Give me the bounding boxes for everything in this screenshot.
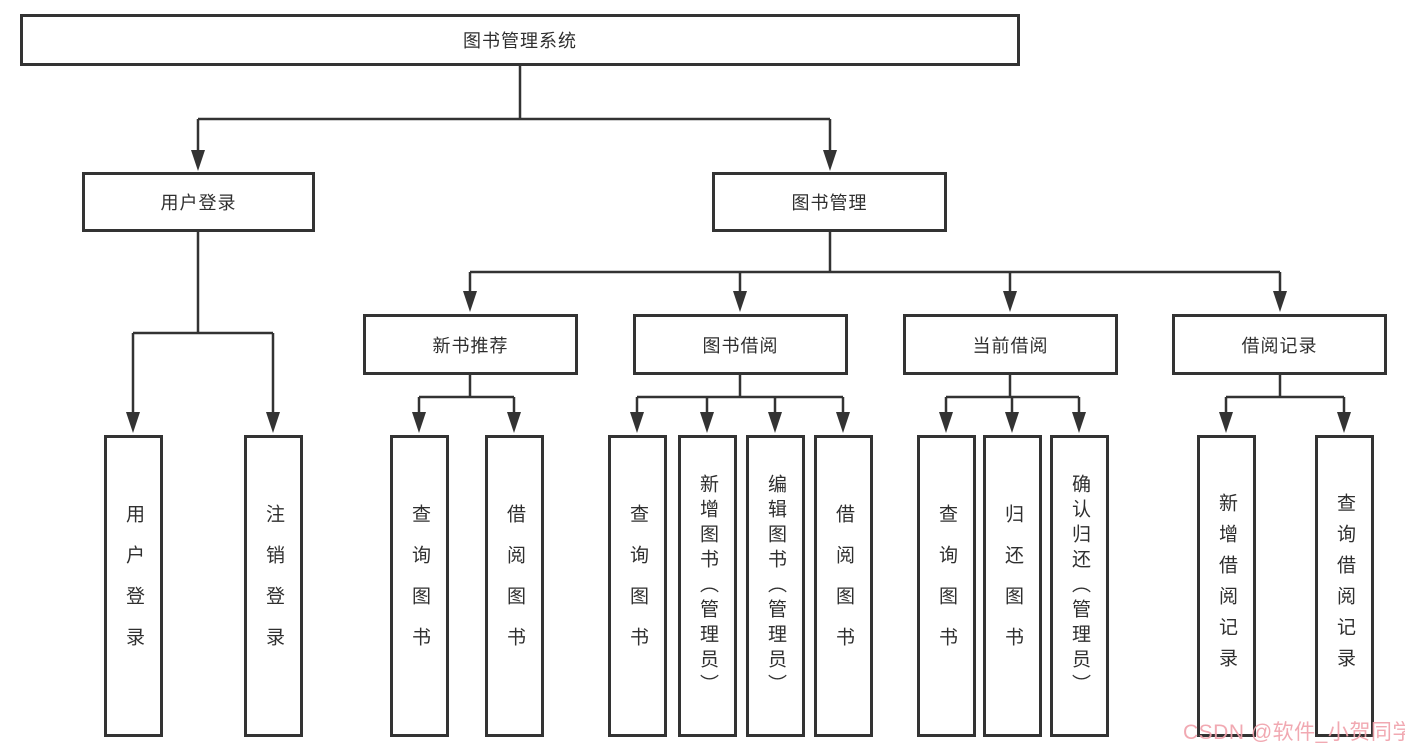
node-book-management-label: 图书管理: [791, 193, 868, 213]
node-current-borrow: 当前借阅: [903, 314, 1118, 375]
leaf-add-borrow-record: 新增借阅记录: [1197, 435, 1256, 737]
node-book-borrow-label: 图书借阅: [702, 335, 779, 356]
node-root-system: 图书管理系统: [20, 14, 1020, 66]
leaf-logout: 注销登录: [244, 435, 303, 737]
leaf-edit-books-admin: 编辑图书（管理员）: [746, 435, 805, 737]
leaf-user-login-label: 用户登录: [123, 504, 144, 668]
node-new-book-recommend-label: 新书推荐: [432, 335, 509, 356]
connector-book-management-branch: [468, 232, 1282, 296]
leaf-current-query-books-label: 查询图书: [936, 504, 957, 668]
watermark-text: CSDN @软件_小贺同学: [1183, 721, 1405, 744]
node-borrow-records: 借阅记录: [1172, 314, 1387, 375]
leaf-add-books-admin: 新增图书（管理员）: [678, 435, 737, 737]
leaf-newbook-borrow-books: 借阅图书: [485, 435, 544, 737]
leaf-borrow-books-label: 借阅图书: [833, 504, 854, 668]
node-user-login-label: 用户登录: [160, 193, 237, 213]
leaf-newbook-borrow-books-label: 借阅图书: [504, 504, 525, 668]
node-user-login: 用户登录: [82, 172, 315, 232]
node-root-label: 图书管理系统: [463, 31, 577, 51]
node-borrow-records-label: 借阅记录: [1241, 335, 1318, 356]
node-new-book-recommend: 新书推荐: [363, 314, 578, 375]
leaf-return-books-label: 归还图书: [1002, 504, 1023, 668]
leaf-add-books-admin-label: 新增图书（管理员）: [697, 473, 718, 699]
connector-current-borrow-branch: [944, 375, 1081, 417]
leaf-borrow-query-books-label: 查询图书: [627, 504, 648, 668]
connector-new-book-branch: [417, 375, 516, 417]
leaf-confirm-return-admin: 确认归还（管理员）: [1050, 435, 1109, 737]
leaf-current-query-books: 查询图书: [917, 435, 976, 737]
connector-root-to-level2: [196, 66, 832, 155]
node-book-management: 图书管理: [712, 172, 947, 232]
node-current-borrow-label: 当前借阅: [972, 335, 1049, 356]
leaf-return-books: 归还图书: [983, 435, 1042, 737]
node-book-borrow: 图书借阅: [633, 314, 848, 375]
leaf-newbook-query-books: 查询图书: [390, 435, 449, 737]
connector-borrow-records-branch: [1224, 375, 1346, 417]
leaf-borrow-books: 借阅图书: [814, 435, 873, 737]
connector-user-login-branch: [131, 232, 275, 417]
leaf-user-login: 用户登录: [104, 435, 163, 737]
leaf-logout-label: 注销登录: [263, 504, 284, 668]
leaf-add-borrow-record-label: 新增借阅记录: [1216, 493, 1237, 679]
leaf-confirm-return-admin-label: 确认归还（管理员）: [1069, 473, 1090, 699]
leaf-edit-books-admin-label: 编辑图书（管理员）: [765, 473, 786, 699]
leaf-query-borrow-record: 查询借阅记录: [1315, 435, 1374, 737]
arrowheads: [126, 150, 1351, 433]
leaf-newbook-query-books-label: 查询图书: [409, 504, 430, 668]
connector-book-borrow-branch: [635, 375, 845, 417]
leaf-borrow-query-books: 查询图书: [608, 435, 667, 737]
leaf-query-borrow-record-label: 查询借阅记录: [1334, 493, 1355, 679]
